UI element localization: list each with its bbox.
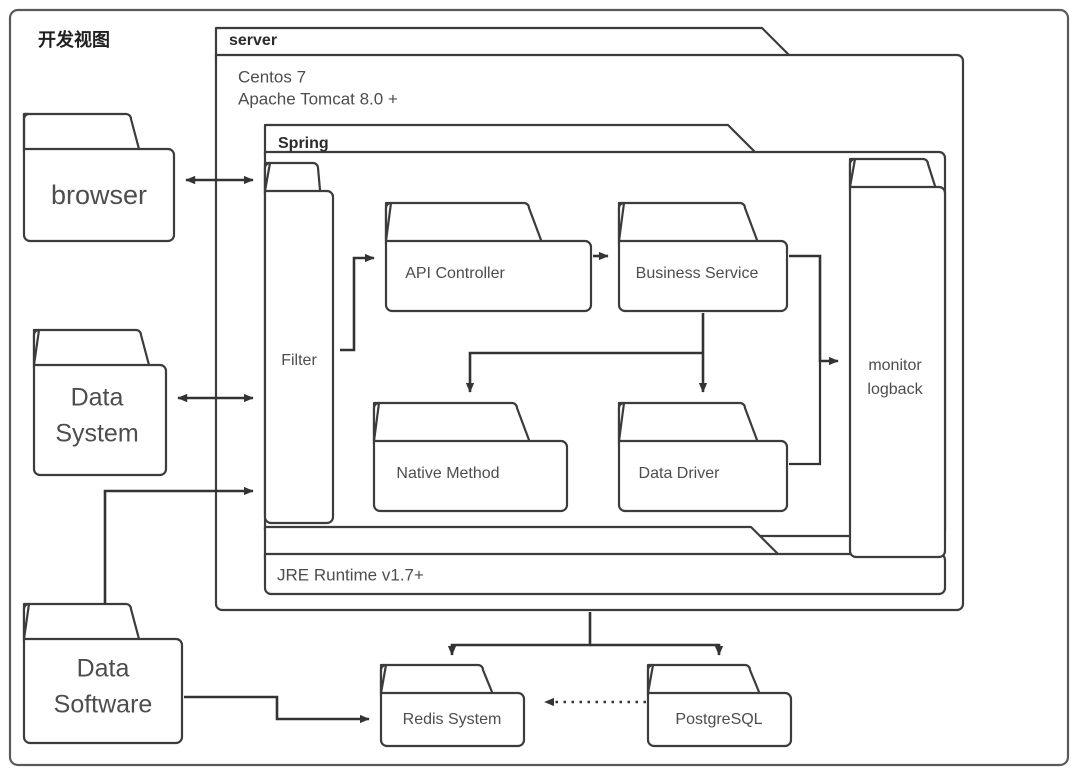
data-system-label-line2: System bbox=[55, 420, 138, 448]
development-view-frame bbox=[8, 8, 1070, 767]
data-system-label-line1: Data bbox=[71, 384, 124, 412]
data-system-tab bbox=[32, 328, 151, 370]
api-controller-label: API Controller bbox=[405, 265, 505, 282]
connector-businessservice-nativemethod bbox=[465, 351, 703, 393]
server-os-line: Centos 7 bbox=[238, 67, 306, 86]
redis-body bbox=[379, 663, 526, 748]
redis-label: Redis System bbox=[403, 711, 502, 728]
filter-tab bbox=[263, 161, 322, 196]
data-system-body bbox=[32, 328, 168, 477]
native-method-body bbox=[372, 401, 569, 513]
filter-label: Filter bbox=[281, 352, 317, 369]
browser-body bbox=[22, 112, 176, 243]
postgres-body bbox=[646, 663, 793, 748]
native-method-label: Native Method bbox=[396, 465, 499, 482]
data-software-label-line1: Data bbox=[77, 655, 130, 683]
spring-body bbox=[263, 150, 947, 538]
redis-tab bbox=[379, 663, 494, 698]
browser-label: browser bbox=[51, 180, 147, 210]
connector-filter-apicontroller bbox=[340, 253, 375, 352]
api-controller-body bbox=[384, 201, 593, 313]
monitor-tab bbox=[848, 157, 937, 192]
native-method-tab bbox=[372, 401, 531, 446]
data-software-body bbox=[22, 602, 184, 745]
postgres-tab bbox=[646, 663, 761, 698]
data-driver-tab bbox=[617, 401, 759, 446]
filter-body bbox=[263, 161, 335, 525]
postgres-label: PostgreSQL bbox=[675, 711, 762, 728]
server-tomcat-line: Apache Tomcat 8.0 + bbox=[238, 89, 398, 108]
server-tab-label: server bbox=[229, 32, 277, 49]
jre-label: JRE Runtime v1.7+ bbox=[277, 565, 424, 584]
monitor-label-line1: monitor bbox=[868, 357, 922, 374]
api-controller-tab bbox=[384, 201, 543, 246]
connector-server-postgres bbox=[590, 643, 724, 656]
business-service-body bbox=[617, 201, 789, 313]
spring-tab-label: Spring bbox=[278, 135, 329, 152]
connector-datasoftware-filter bbox=[103, 486, 254, 604]
data-driver-body bbox=[617, 401, 789, 513]
connector-businessservice-monitor bbox=[789, 254, 839, 366]
connector-datasoftware-redis bbox=[184, 695, 370, 724]
view-title: 开发视图 bbox=[38, 29, 110, 50]
browser-tab bbox=[22, 112, 141, 154]
connector-server-redis bbox=[447, 612, 592, 656]
data-software-label-line2: Software bbox=[54, 691, 153, 719]
business-service-label: Business Service bbox=[636, 265, 759, 282]
data-driver-label: Data Driver bbox=[639, 465, 721, 482]
monitor-label-line2: logback bbox=[867, 381, 923, 398]
connector-datadriver-monitor bbox=[789, 361, 822, 466]
business-service-tab bbox=[617, 201, 759, 246]
monitor-body bbox=[848, 157, 947, 559]
data-software-tab bbox=[22, 602, 141, 644]
